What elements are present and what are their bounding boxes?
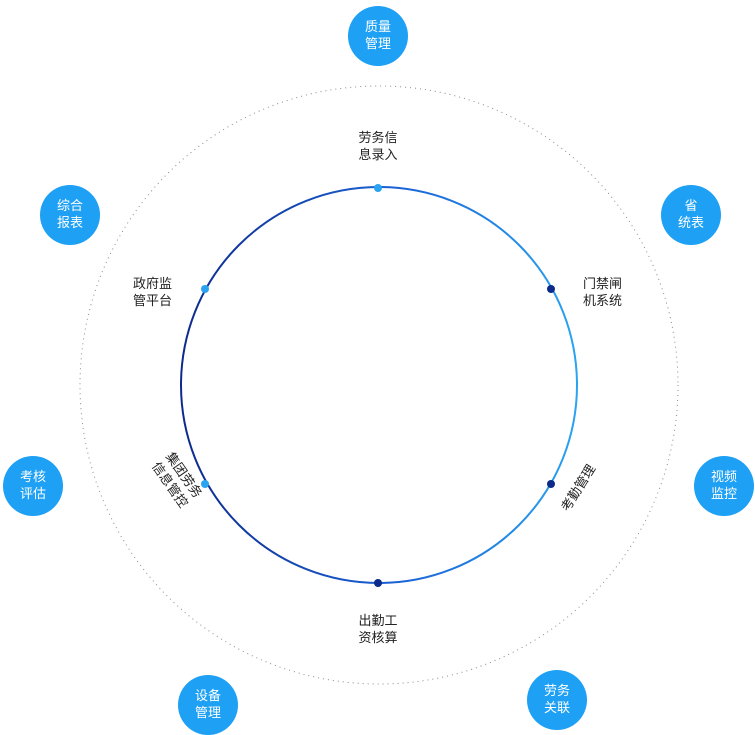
dot-gov [201,285,209,293]
node-equipment: 设备 管理 [178,675,238,735]
label-labor-entry: 劳务信 息录入 [358,131,398,163]
dot-payroll [374,579,382,587]
dot-labor-entry [374,184,382,192]
dot-group-labor [201,480,209,488]
node-province: 省 统表 [661,185,721,245]
label-gate: 门禁闸 机系统 [583,277,623,309]
label-gov: 政府监 管平台 [133,277,173,309]
dot-attendance [547,480,555,488]
node-assessment: 考核 评估 [3,456,63,516]
node-video: 视频 监控 [694,456,754,516]
label-payroll: 出勤工 资核算 [358,614,398,646]
node-labor-link: 劳务 关联 [527,670,587,730]
inner-ring [180,186,578,584]
node-report: 综合 报表 [40,185,100,245]
dot-gate [547,285,555,293]
node-quality: 质量 管理 [348,6,408,66]
outer-dotted-ring [79,85,679,685]
